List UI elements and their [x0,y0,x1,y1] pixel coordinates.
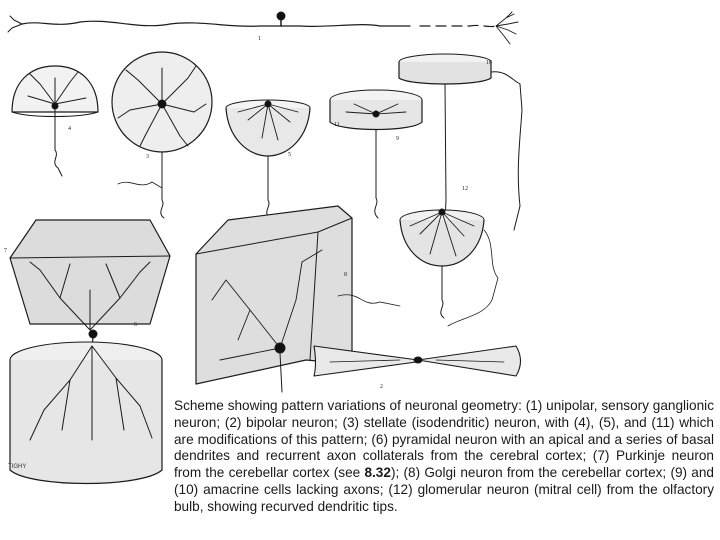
panel-number-4: 4 [68,126,71,132]
panel-number-8: 8 [344,272,347,278]
panel-number-3: 3 [146,154,149,160]
stellate-sphere-neuron-drawing [112,52,212,218]
unipolar-neuron-drawing [8,12,518,44]
pyramidal-neuron-drawing [10,342,162,484]
panel-number-1: 1 [258,36,261,42]
caption-figure-reference: 8.32 [364,465,390,480]
stellate-hemisphere-neuron-drawing [226,100,310,226]
artist-signature: TIGHY [8,464,26,470]
panel-number-9: 9 [396,136,399,142]
panel-number-11: 11 [334,122,340,128]
stellate-disc-neuron-drawing [330,90,422,218]
purkinje-neuron-drawing [10,220,170,346]
bipolar-neuron-drawing [314,346,521,376]
stellate-dome-neuron-drawing [12,66,98,176]
panel-number-7: 7 [4,248,7,254]
panel-number-5: 5 [288,152,291,158]
panel-number-2: 2 [380,384,383,390]
panel-number-10: 10 [486,60,492,66]
figure-caption: Scheme showing pattern variations of neu… [174,398,714,516]
panel-number-6: 6 [134,322,137,328]
mitral-hemisphere-neuron-drawing [400,209,498,326]
panel-number-12: 12 [462,186,468,192]
